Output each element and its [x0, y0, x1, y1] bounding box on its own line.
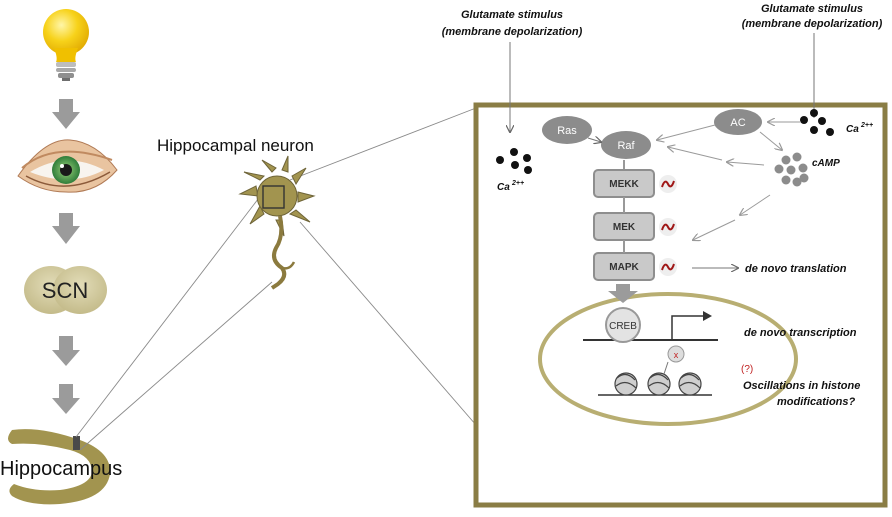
ca-left-label: Ca [497, 182, 510, 193]
down-arrow-3 [52, 336, 80, 366]
camp-to-mapk-arrow [693, 219, 736, 240]
nucleosome-icon [614, 372, 702, 396]
scn-shape: SCN [24, 266, 107, 314]
down-arrow-2 [52, 213, 80, 244]
ca-left-sup: 2++ [511, 180, 524, 187]
nucleus [538, 292, 798, 426]
eye-icon [17, 139, 118, 193]
histone-label-line1: Oscillations in histone [743, 380, 860, 392]
mapk-label: MAPK [609, 262, 639, 273]
modification-link [663, 361, 669, 375]
down-arrow-1 [52, 99, 80, 129]
mapk-to-creb-arrow [608, 284, 638, 303]
neuron-icon [238, 155, 316, 290]
histone-label-line2: modifications? [777, 396, 856, 408]
ca-right-label: Ca [846, 124, 859, 135]
ac-label: AC [730, 117, 745, 129]
stimulus-left-line2: (membrane depolarization) [442, 26, 583, 38]
hippocampus-label: Hippocampus [0, 458, 122, 480]
transcription-arrowhead [703, 311, 712, 321]
camp-to-raf-arrow [668, 147, 723, 161]
ras-label: Ras [557, 125, 577, 137]
transcription-start-arrow [671, 315, 705, 340]
calcium-cluster-right [800, 109, 834, 136]
calcium-cluster-left [496, 148, 532, 174]
zoom-line-4 [299, 221, 477, 426]
camp-to-mek-arrow [740, 194, 771, 215]
question-label: (?) [741, 364, 753, 375]
neuron-title: Hippocampal neuron [157, 136, 314, 155]
lightbulb-icon [43, 9, 89, 81]
transcription-label: de novo transcription [744, 327, 857, 339]
histone-mark-label: x [674, 350, 679, 360]
neuron-zoom-box [262, 185, 285, 209]
histone-mark-node [667, 345, 685, 363]
mek-label: MEK [613, 222, 636, 233]
zoom-line-3 [289, 107, 477, 181]
creb-node [605, 307, 641, 343]
camp-to-raf-arrow-2 [727, 162, 765, 165]
stimulus-right-line2: (membrane depolarization) [742, 18, 883, 30]
zoom-line-2 [79, 281, 273, 451]
ras-to-raf-arrow [587, 138, 601, 142]
scn-label: SCN [42, 278, 88, 303]
ac-to-raf-arrow [657, 124, 716, 140]
zoom-lines [75, 107, 477, 451]
ca-right-sup: 2++ [860, 122, 873, 129]
ac-to-camp-arrow [759, 131, 782, 150]
ac-node [714, 109, 762, 135]
raf-label: Raf [617, 140, 635, 152]
stimulus-right-line1: Glutamate stimulus [761, 3, 863, 15]
hippocampus-shape [8, 429, 111, 505]
stimulus-left-line1: Glutamate stimulus [461, 9, 563, 21]
zoom-line-1 [75, 189, 266, 438]
camp-label: cAMP [812, 158, 840, 169]
mekk-label: MEKK [609, 179, 639, 190]
camp-cluster [774, 152, 809, 187]
ras-node [542, 116, 592, 144]
creb-label: CREB [609, 321, 637, 332]
translation-label: de novo translation [745, 263, 847, 275]
raf-node [601, 131, 651, 159]
down-arrow-4 [52, 384, 80, 414]
